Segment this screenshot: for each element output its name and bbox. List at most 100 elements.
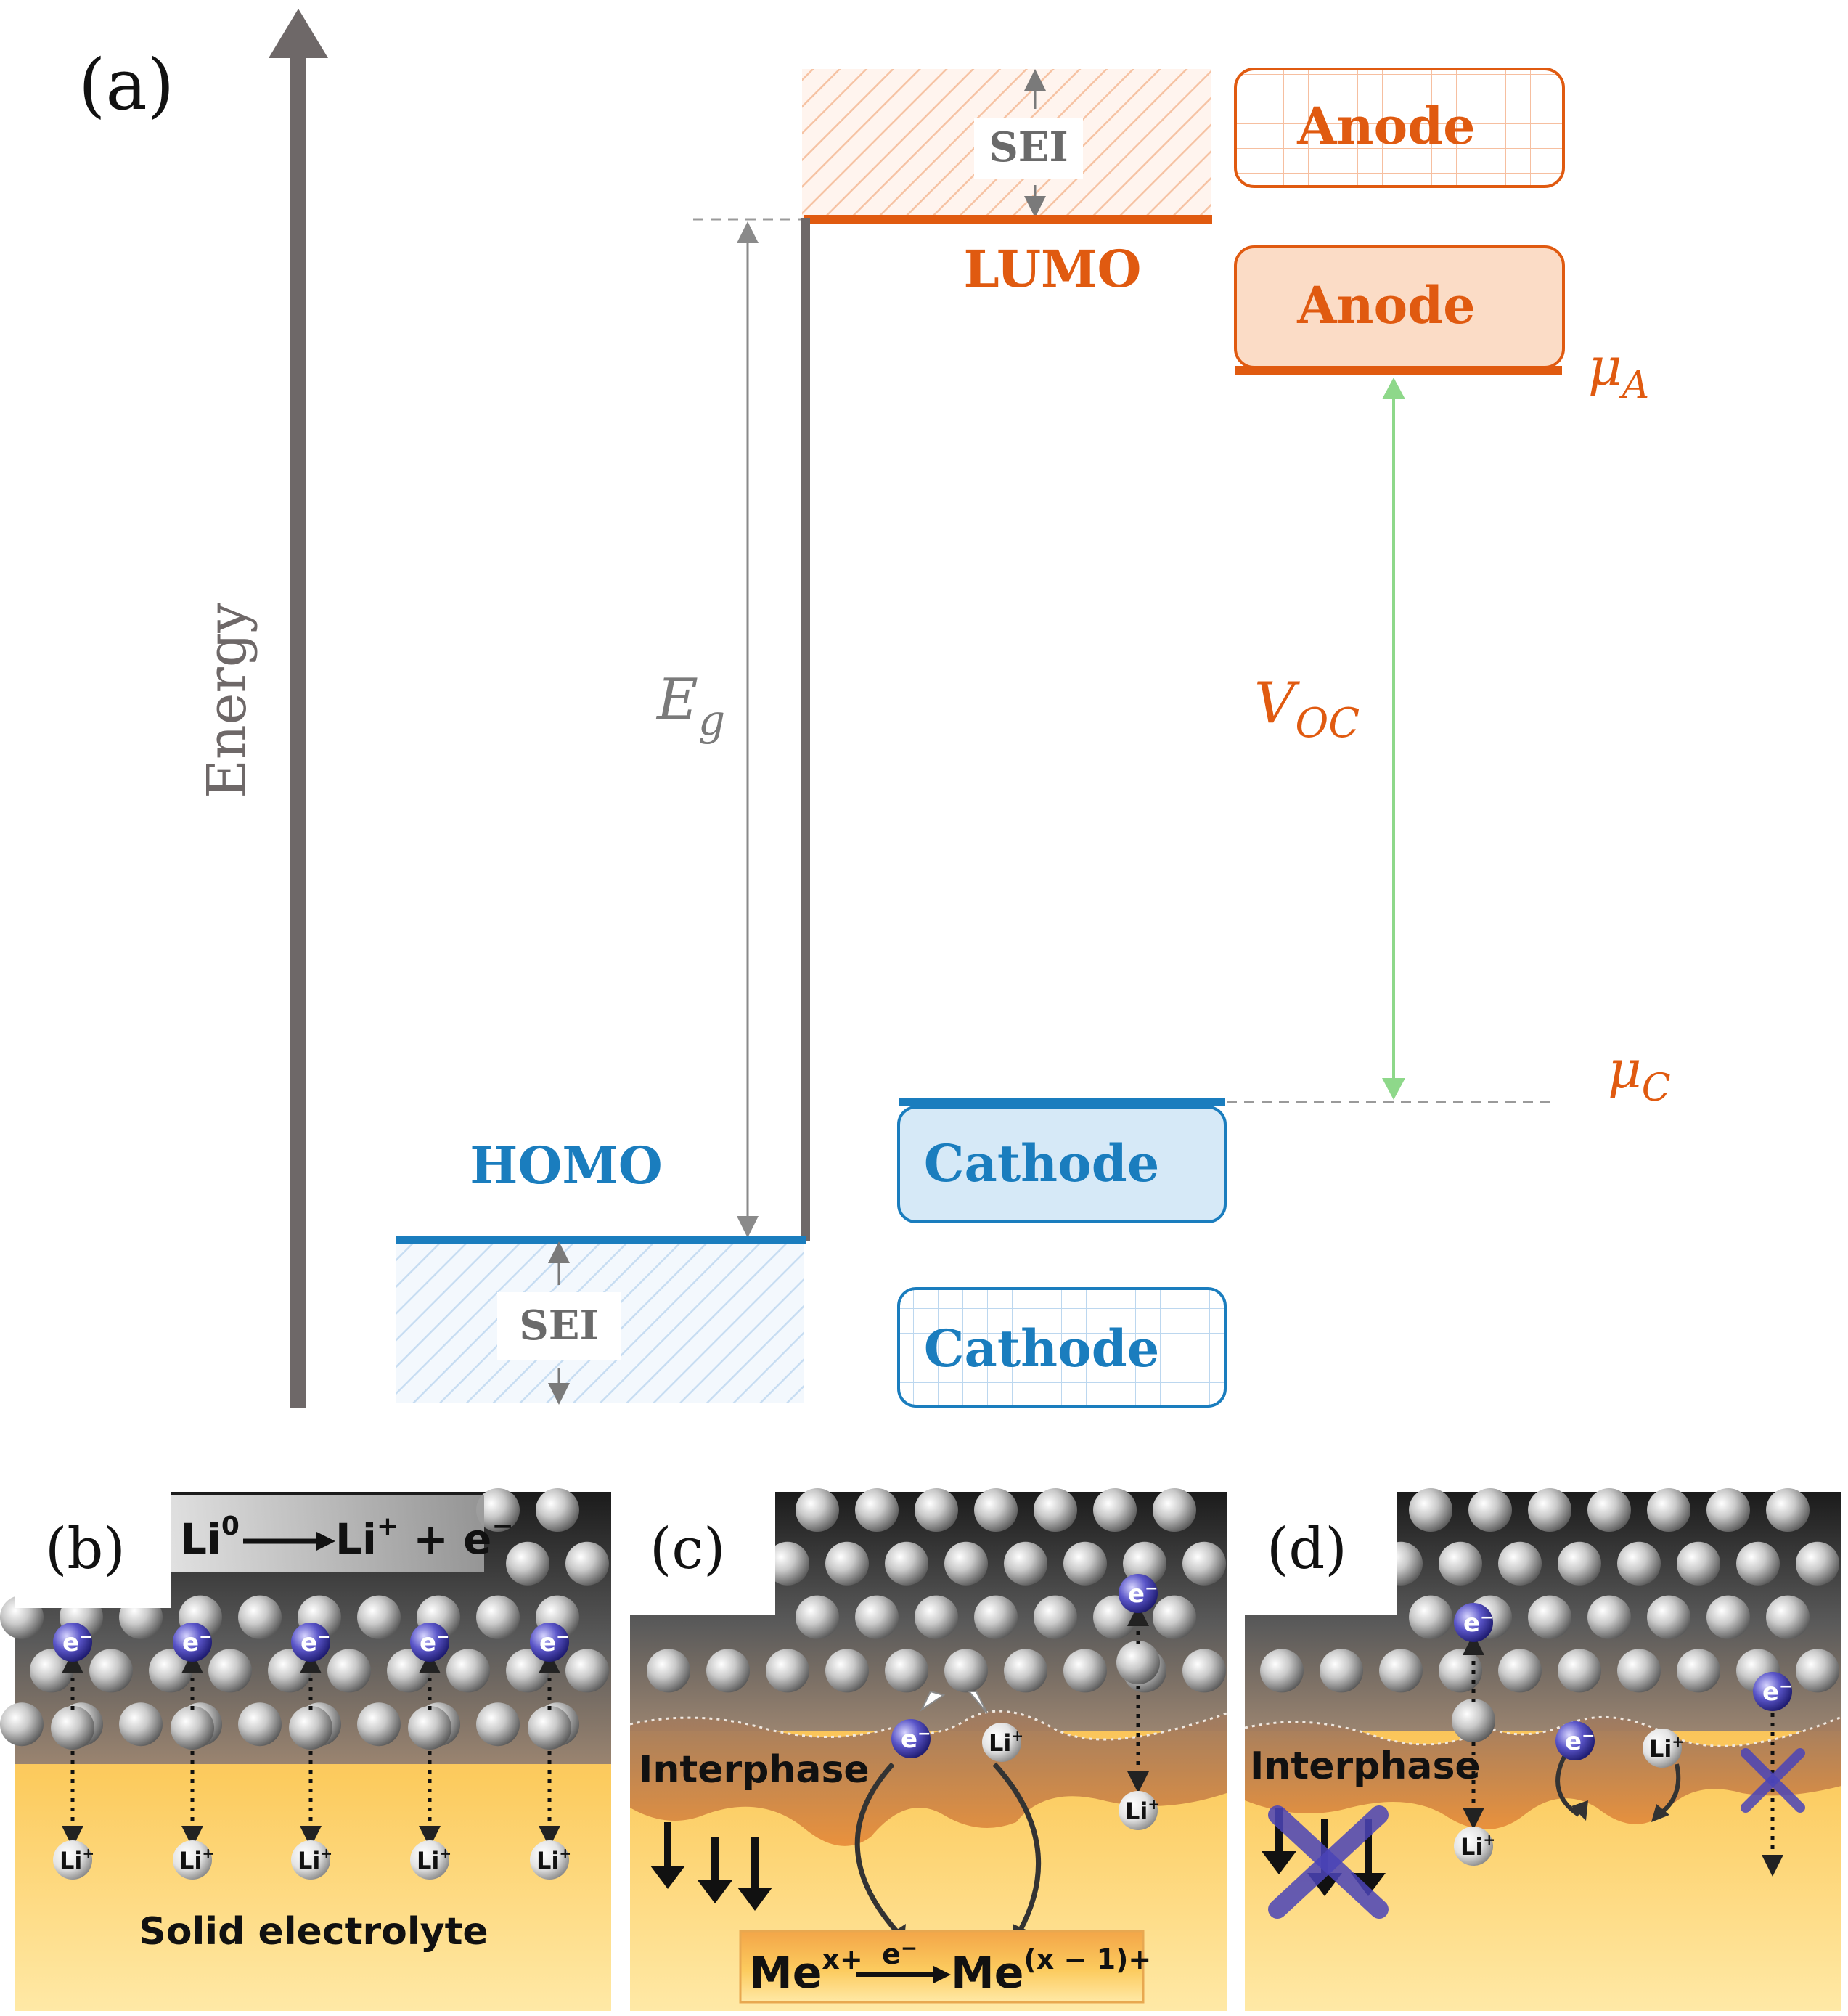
svg-text:Li+ + e−: Li+ + e− bbox=[335, 1511, 514, 1564]
lattice-atom bbox=[1439, 1541, 1482, 1586]
sei-top-label: SEI bbox=[989, 123, 1068, 171]
electron-label: e− bbox=[1565, 1727, 1595, 1756]
lithium-ion-label: Li+ bbox=[179, 1845, 214, 1874]
lumo-label: LUMO bbox=[964, 239, 1142, 299]
lattice-atom bbox=[825, 1541, 869, 1586]
electron-icon bbox=[1454, 1603, 1493, 1642]
lattice-atom bbox=[1409, 1595, 1452, 1639]
lattice-atom bbox=[476, 1488, 520, 1532]
lattice-atom bbox=[1498, 1649, 1542, 1693]
interphase-layer-d bbox=[1245, 1717, 1841, 1829]
lattice-atom bbox=[238, 1702, 282, 1747]
lithium-ion-icon bbox=[173, 1840, 212, 1880]
electron-label: e− bbox=[182, 1628, 213, 1657]
mu-c-label: μC bbox=[1608, 1039, 1671, 1110]
energy-axis bbox=[269, 9, 328, 1408]
lithium-ion-label: Li+ bbox=[536, 1845, 571, 1874]
blocked-cross-icon bbox=[1268, 1805, 1389, 1919]
lithium-ion-label: Li+ bbox=[298, 1845, 332, 1874]
sei-bottom-label: SEI bbox=[519, 1302, 598, 1350]
lithium-atom bbox=[408, 1706, 451, 1750]
lattice-atom bbox=[506, 1541, 549, 1586]
lattice-atom bbox=[915, 1488, 958, 1532]
lithium-ion-icon bbox=[982, 1723, 1021, 1762]
lithium-ion-label: Li+ bbox=[60, 1845, 94, 1874]
electron-icon bbox=[1555, 1721, 1595, 1760]
lithium-atom bbox=[528, 1706, 571, 1750]
lattice-atom bbox=[1766, 1488, 1810, 1532]
electron-icon bbox=[53, 1623, 92, 1662]
lattice-atom bbox=[1617, 1649, 1661, 1693]
reaction-b: Li0 bbox=[180, 1511, 240, 1564]
lattice-atom bbox=[974, 1595, 1018, 1639]
lattice-atom bbox=[1677, 1649, 1720, 1693]
lattice-atom bbox=[1439, 1649, 1482, 1693]
panel-c-label: (c) bbox=[650, 1517, 726, 1582]
lithium-ion-label: Li+ bbox=[417, 1845, 451, 1874]
reaction-box-b bbox=[171, 1495, 484, 1572]
lattice-atom bbox=[1093, 1488, 1137, 1532]
lattice-atom bbox=[1796, 1541, 1839, 1586]
lattice-atom bbox=[1647, 1595, 1690, 1639]
lithium-atom bbox=[51, 1706, 94, 1750]
lattice-atom bbox=[119, 1702, 163, 1747]
lattice-atom bbox=[1528, 1595, 1571, 1639]
electron-icon bbox=[410, 1623, 449, 1662]
electron-label: e− bbox=[1762, 1678, 1793, 1707]
lattice-atom bbox=[974, 1488, 1018, 1532]
lattice-atom bbox=[1766, 1595, 1810, 1639]
panel-a: (a) Energy SEI LUMO Eg HOMO bbox=[78, 9, 1671, 1408]
lithium-atom bbox=[289, 1706, 332, 1750]
lattice-atom bbox=[357, 1702, 401, 1747]
cathode-label: Cathode bbox=[924, 1133, 1159, 1193]
interphase-label-c: Interphase bbox=[639, 1748, 870, 1792]
lithium-ion-label: Li+ bbox=[1460, 1831, 1495, 1861]
solid-electrolyte-label: Solid electrolyte bbox=[139, 1910, 488, 1954]
voc-arrow bbox=[1382, 378, 1405, 1100]
anode-label: Anode bbox=[1296, 275, 1475, 335]
lattice-atom bbox=[944, 1541, 988, 1586]
lattice-atom bbox=[1736, 1541, 1780, 1586]
lattice-atom bbox=[796, 1595, 839, 1639]
panel-d-label: (d) bbox=[1267, 1517, 1347, 1582]
lattice-atom bbox=[885, 1541, 928, 1586]
lattice-atom bbox=[89, 1649, 133, 1693]
lattice-atom bbox=[1063, 1649, 1107, 1693]
panel-b-label: (b) bbox=[45, 1517, 126, 1582]
lattice-atom bbox=[1182, 1541, 1226, 1586]
band-gap-label: Eg bbox=[655, 667, 725, 745]
lattice-atom bbox=[476, 1702, 520, 1747]
lattice-atom bbox=[208, 1649, 252, 1693]
lattice-atom bbox=[357, 1595, 401, 1639]
lattice-atom bbox=[1706, 1595, 1750, 1639]
lattice-atom bbox=[1320, 1649, 1363, 1693]
lattice-atom bbox=[536, 1488, 579, 1532]
lattice-atom bbox=[1409, 1488, 1452, 1532]
lattice-atom bbox=[1153, 1488, 1196, 1532]
lattice-atom bbox=[855, 1488, 899, 1532]
electron-icon bbox=[891, 1719, 931, 1758]
lithium-ion-icon bbox=[1454, 1827, 1493, 1866]
lattice-atom bbox=[0, 1702, 44, 1747]
mu-a-label: μA bbox=[1588, 336, 1649, 407]
lattice-atom bbox=[1379, 1649, 1423, 1693]
electron-icon bbox=[291, 1623, 330, 1662]
lattice-atom bbox=[796, 1488, 839, 1532]
cathode-box-bottom bbox=[897, 1287, 1227, 1408]
lattice-atom bbox=[565, 1649, 609, 1693]
lattice-atom bbox=[1468, 1488, 1512, 1532]
anode-top-label: Anode bbox=[1296, 96, 1475, 156]
lattice-atom bbox=[238, 1595, 282, 1639]
lattice-atom bbox=[706, 1649, 750, 1693]
lattice-atom bbox=[885, 1649, 928, 1693]
lattice-atom bbox=[825, 1649, 869, 1693]
lattice-atom bbox=[1498, 1541, 1542, 1586]
lattice-atom bbox=[1153, 1595, 1196, 1639]
electron-icon bbox=[530, 1623, 569, 1662]
reaction-box-c bbox=[739, 1930, 1145, 2004]
interphase-label-d: Interphase bbox=[1250, 1744, 1481, 1788]
lattice-atom bbox=[327, 1649, 371, 1693]
panel-a-label: (a) bbox=[78, 44, 174, 126]
electron-label: e− bbox=[420, 1628, 450, 1657]
lithium-atom bbox=[1116, 1641, 1160, 1684]
